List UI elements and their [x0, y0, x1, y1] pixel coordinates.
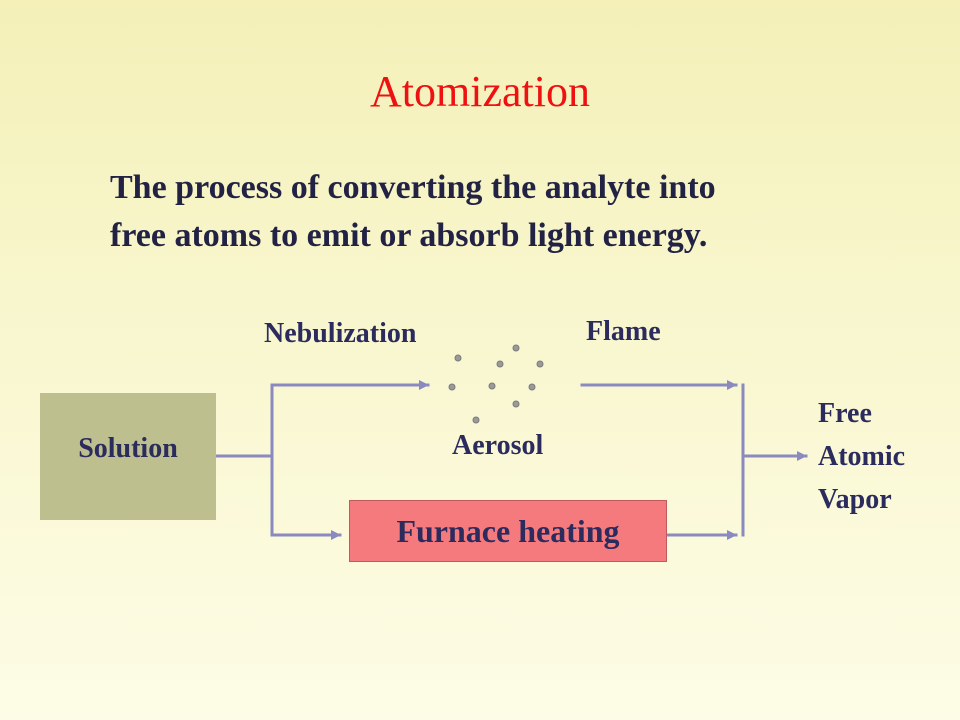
slide-title: Atomization — [370, 67, 590, 116]
aerosol-dot — [472, 416, 480, 424]
aerosol-droplets — [448, 344, 544, 424]
furnace-heating-label: Furnace heating — [396, 513, 620, 549]
aerosol-dot — [528, 383, 536, 391]
definition-text: The process of converting the analyte in… — [110, 164, 910, 260]
result-line-free: Free — [818, 398, 872, 429]
definition-line-1: The process of converting the analyte in… — [110, 169, 716, 206]
aerosol-dot — [488, 382, 496, 390]
solution-label: Solution — [78, 433, 178, 464]
free-atomic-vapor-label: Free Atomic Vapor — [818, 392, 905, 521]
definition-line-2: free atoms to emit or absorb light energ… — [110, 217, 708, 254]
aerosol-dot — [512, 400, 520, 408]
aerosol-dot — [454, 354, 462, 362]
nebulization-label: Nebulization — [264, 318, 417, 349]
result-line-vapor: Vapor — [818, 484, 892, 515]
aerosol-dot — [536, 360, 544, 368]
solution-box: Solution — [40, 393, 216, 520]
aerosol-dot — [496, 360, 504, 368]
result-line-atomic: Atomic — [818, 441, 906, 472]
aerosol-label: Aerosol — [452, 430, 544, 461]
furnace-heating-box: Furnace heating — [349, 500, 667, 562]
aerosol-dot — [512, 344, 520, 352]
aerosol-dot — [448, 383, 456, 391]
flame-label: Flame — [586, 316, 661, 347]
